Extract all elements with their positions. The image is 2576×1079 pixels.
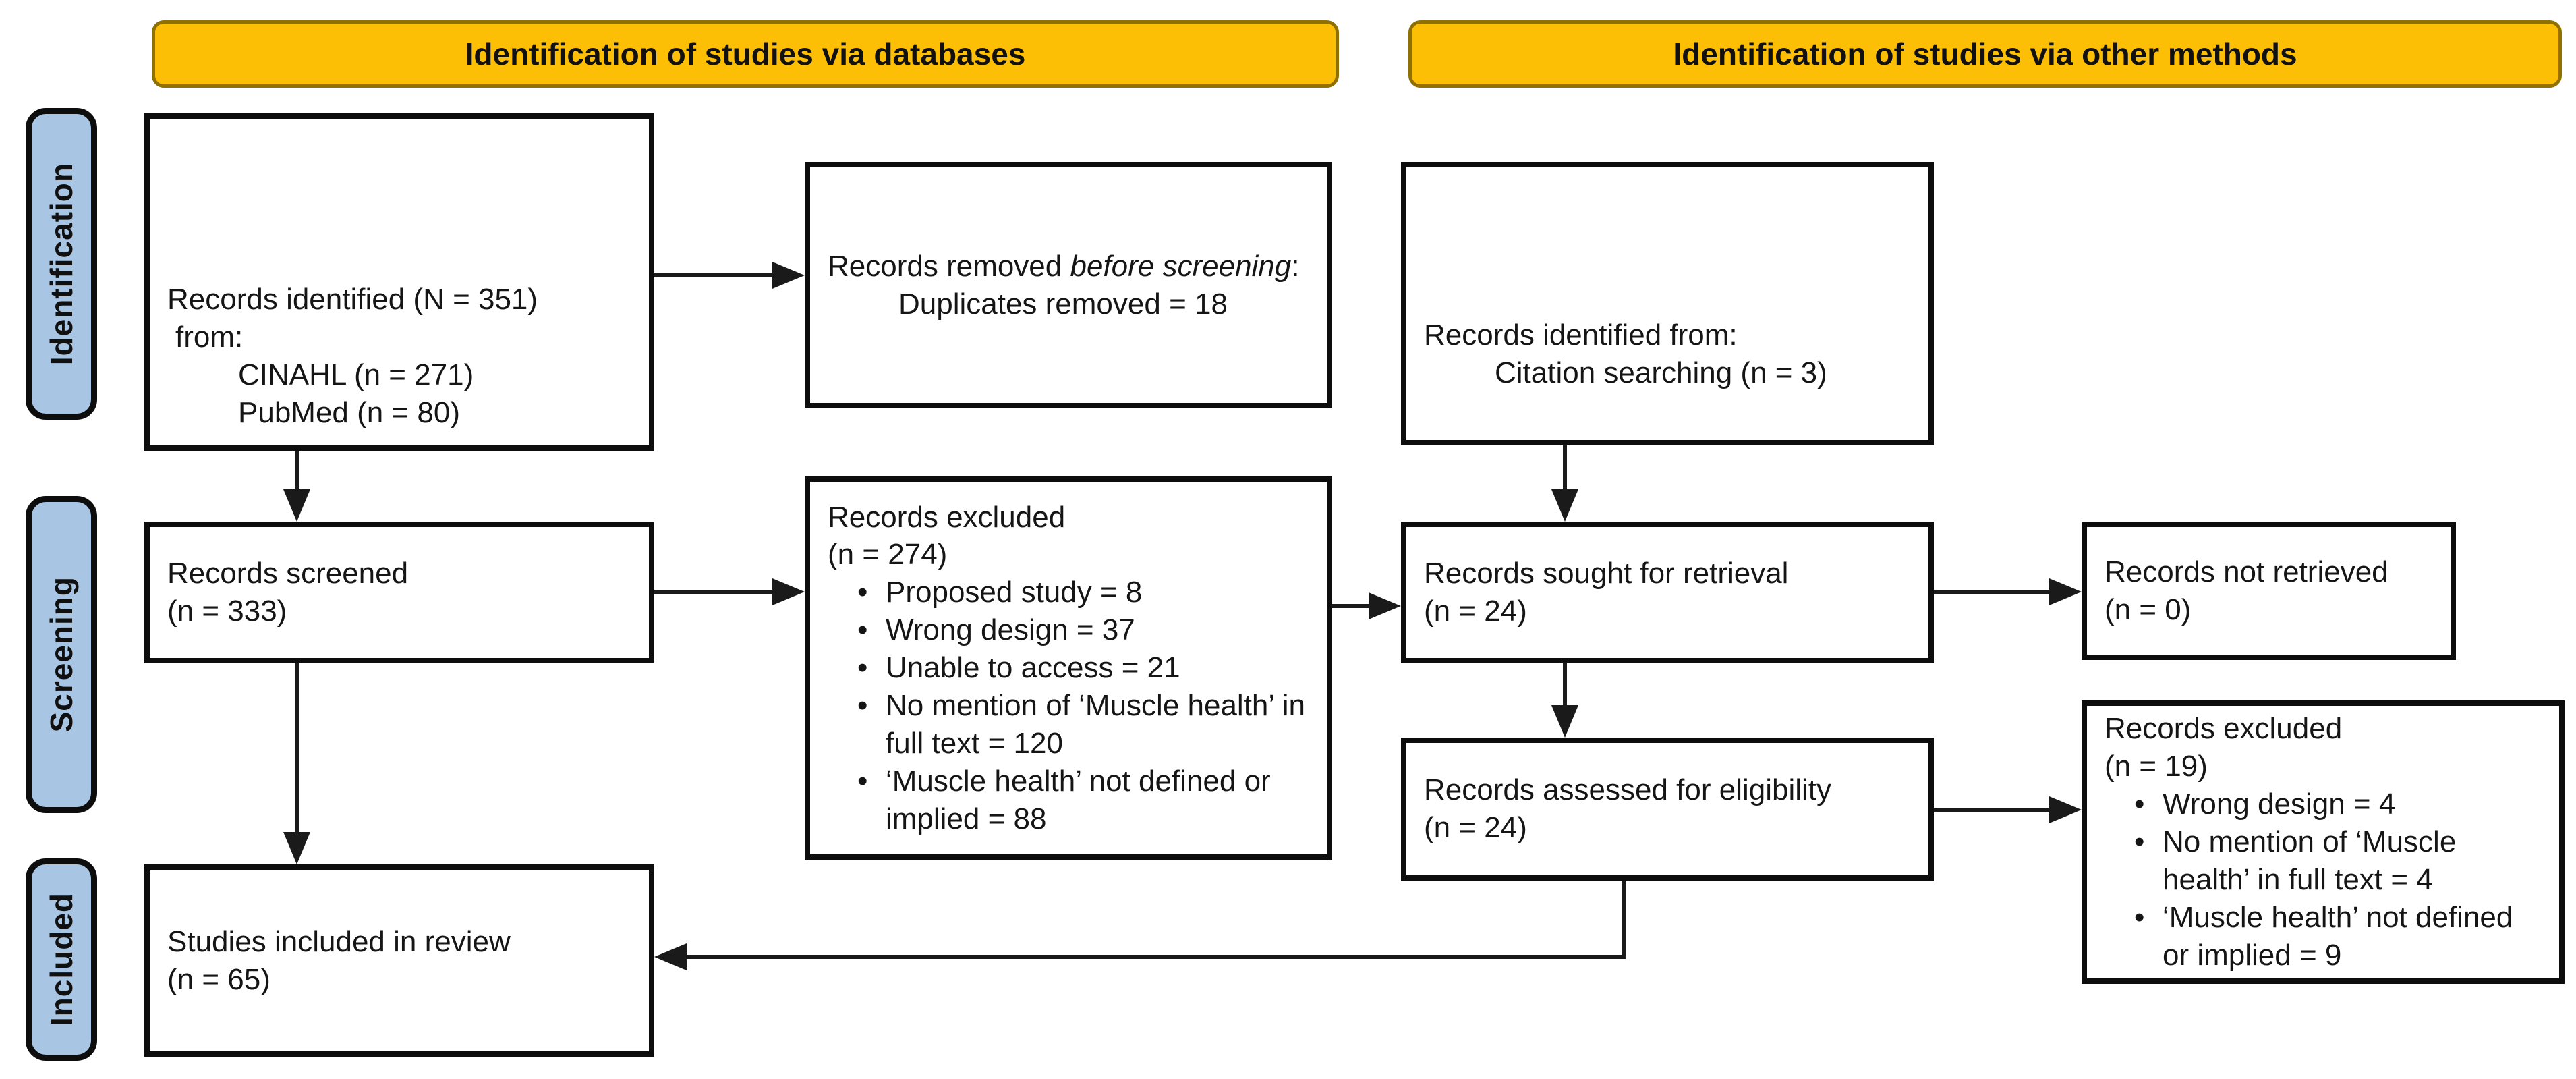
box-bullet-item: ‘Muscle health’ not defined or implied =… — [855, 763, 1313, 838]
stage-label-included: Included — [26, 858, 97, 1061]
arrow-citation-to-sought — [1551, 445, 1578, 522]
box-records-excluded-screening: Records excluded (n = 274)Proposed study … — [805, 476, 1332, 860]
stage-label-included-text: Included — [44, 893, 79, 1026]
box-bullet-item: Wrong design = 4 — [2131, 785, 2546, 823]
box-records-sought-for-retrieval: Records sought for retrieval (n = 24) — [1401, 522, 1934, 663]
box-bullet-item: ‘Muscle health’ not defined or implied =… — [2131, 899, 2546, 974]
box-text-line: Records screened — [167, 557, 409, 590]
box-text-line: PubMed (n = 80) — [238, 395, 460, 429]
box-text-line: Records sought for retrieval — [1424, 557, 1789, 590]
box-bullet-item: No mention of ‘Muscle health’ in full te… — [855, 687, 1313, 763]
stage-label-identification: Identification — [26, 108, 97, 420]
box-text-line: Records not retrieved — [2105, 555, 2388, 588]
banner-identification-via-other-methods: Identification of studies via other meth… — [1408, 20, 2562, 88]
stage-label-screening-text: Screening — [44, 576, 79, 733]
box-text-line: Duplicates removed = 18 — [898, 287, 1228, 321]
box-studies-included-in-review: Studies included in review (n = 65) — [144, 864, 654, 1057]
arrow-assessed-to-excluded — [1934, 796, 2082, 823]
box-text-line: (n = 24) — [1424, 594, 1527, 628]
box-text-line: Citation searching (n = 3) — [1495, 356, 1827, 389]
arrow-identified-to-screened — [283, 451, 310, 522]
box-records-identified: Records identified (N = 351) from: CINAHL … — [144, 113, 654, 451]
arrow-assessed-to-included — [654, 881, 1626, 970]
box-text-line: (n = 65) — [167, 962, 270, 996]
stage-label-identification-text: Identification — [44, 162, 79, 366]
box-text-line: (n = 274) — [828, 538, 948, 572]
box-text-line: Studies included in review — [167, 924, 511, 958]
arrow-screened-to-included — [283, 663, 310, 864]
box-text-line: CINAHL (n = 271) — [238, 358, 474, 391]
banner-identification-via-databases: Identification of studies via databases — [152, 20, 1339, 88]
box-text-line: from: — [175, 321, 244, 354]
arrow-sought-to-not-retrieved — [1934, 578, 2082, 605]
box-text-line: (n = 19) — [2105, 750, 2208, 783]
box-text-line: Records removed before screening: — [828, 249, 1300, 283]
box-text-line: Records excluded — [828, 500, 1066, 534]
box-records-removed-before-screening: Records removed before screening: Duplica… — [805, 162, 1332, 408]
arrow-excluded-to-sought — [1332, 592, 1401, 619]
box-text-line: (n = 333) — [167, 594, 287, 628]
box-records-excluded-eligibility: Records excluded (n = 19)Wrong design = 4… — [2082, 700, 2565, 984]
box-bullet-item: No mention of ‘Muscle health’ in full te… — [2131, 823, 2546, 899]
stage-label-screening: Screening — [26, 496, 97, 813]
box-bullet-item: Unable to access = 21 — [855, 649, 1313, 687]
box-text-line: Records identified from: — [1424, 319, 1738, 352]
box-bullet-item: Wrong design = 37 — [855, 611, 1313, 649]
box-records-assessed-for-eligibility: Records assessed for eligibility (n = 24) — [1401, 738, 1934, 881]
box-bullet-item: Proposed study = 8 — [855, 574, 1313, 611]
box-text-line: Records identified (N = 351) — [167, 283, 538, 316]
box-records-identified-citation-searching: Records identified from: Citation searchi… — [1401, 162, 1934, 445]
box-text-line: (n = 24) — [1424, 811, 1527, 844]
box-records-screened: Records screened (n = 333) — [144, 522, 654, 663]
box-text-line: Records excluded — [2105, 712, 2343, 746]
arrow-sought-to-assessed — [1551, 663, 1578, 738]
box-text-line: (n = 0) — [2105, 592, 2192, 626]
box-records-not-retrieved: Records not retrieved (n = 0) — [2082, 522, 2456, 660]
box-text-line: Records assessed for eligibility — [1424, 773, 1832, 807]
arrow-screened-to-excluded — [654, 578, 805, 605]
arrow-identified-to-removed — [654, 262, 805, 289]
